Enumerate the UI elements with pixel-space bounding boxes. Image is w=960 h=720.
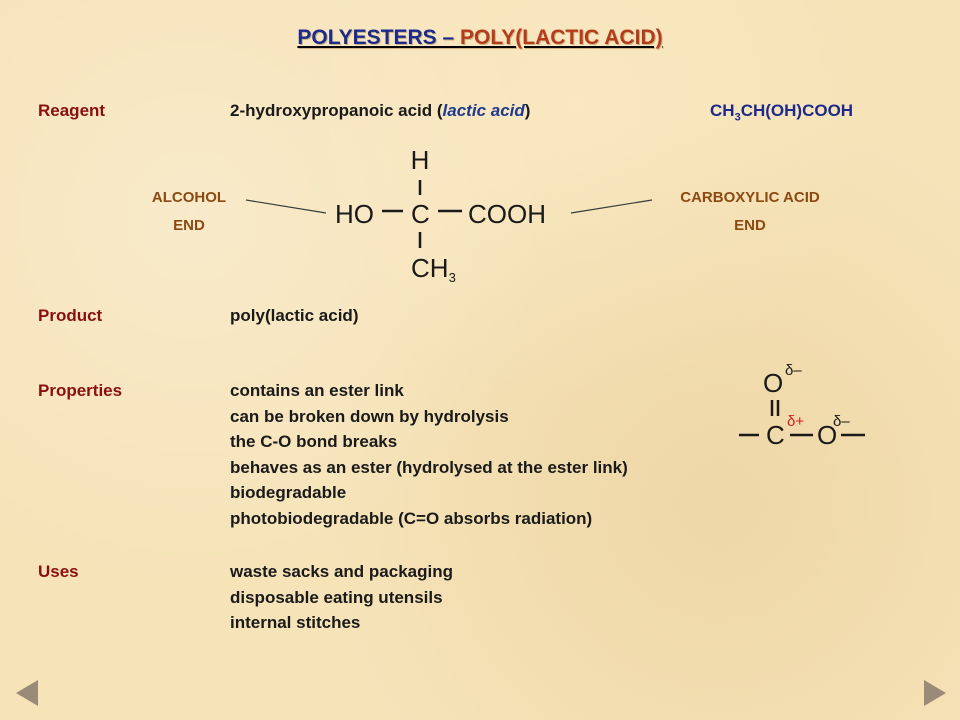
acid-end-line1: CARBOXYLIC ACID: [680, 189, 820, 206]
triangle-right-icon[interactable]: [924, 680, 946, 706]
formula-subscript: 3: [734, 111, 741, 124]
pointer-acid: [570, 199, 653, 214]
formula-part-b: CH(OH)COOH: [740, 101, 854, 120]
ester-delta-minus-top: δ–: [785, 362, 802, 379]
property-item: behaves as an ester (hydrolysed at the e…: [230, 457, 628, 477]
ester-carbon: C: [766, 420, 785, 450]
alcohol-end-line1: ALCOHOL: [151, 189, 227, 206]
triangle-left-icon[interactable]: [16, 680, 38, 706]
title-part-1: POLYESTERS –: [297, 26, 460, 49]
structure-cooh: COOH: [468, 199, 546, 229]
structure-ch: CH: [411, 253, 449, 283]
acid-end-label: CARBOXYLIC ACID END: [650, 184, 850, 240]
property-item: biodegradable: [230, 483, 347, 502]
product-label: Product: [38, 306, 103, 325]
reagent-name: 2-hydroxypropanoic acid (lactic acid): [230, 101, 530, 121]
acid-end-line2: END: [734, 217, 766, 234]
uses-list: waste sacks and packaging disposable eat…: [230, 562, 453, 639]
ester-carbonyl-o: O: [763, 368, 783, 398]
properties-label: Properties: [38, 381, 123, 400]
ester-delta-minus-right: δ–: [833, 413, 850, 430]
reagent-name-suffix: ): [524, 101, 531, 120]
title-part-2: POLY(LACTIC ACID): [460, 26, 663, 49]
property-item: photobiodegradable (C=O absorbs radiatio…: [230, 508, 593, 528]
structure-ch3-subscript: 3: [449, 270, 456, 285]
ester-link-diagram: O δ– C δ+ O δ–: [739, 362, 865, 450]
alcohol-end-line2: END: [173, 217, 205, 234]
properties-list: contains an ester link can be broken dow…: [230, 381, 628, 534]
structure-ch3: CH3: [411, 253, 456, 285]
ester-delta-plus: δ+: [787, 413, 804, 430]
reagent-name-prefix: 2-hydroxypropanoic acid (: [230, 101, 443, 120]
use-item: waste sacks and packaging: [230, 562, 453, 581]
structure-center-c: C: [411, 199, 430, 229]
formula-part-a: CH: [710, 101, 735, 120]
lactic-acid-structure: H HO C COOH CH3: [245, 145, 653, 285]
structure-ho: HO: [335, 199, 374, 229]
reagent-formula: CH3CH(OH)COOH: [710, 101, 853, 123]
page-title: POLYESTERS – POLY(LACTIC ACID): [0, 26, 960, 50]
property-item: the C-O bond breaks: [230, 432, 398, 451]
pointer-alcohol: [245, 199, 327, 214]
property-item: can be broken down by hydrolysis: [230, 406, 509, 426]
uses-label: Uses: [38, 562, 79, 581]
property-item: contains an ester link: [230, 381, 404, 400]
reagent-label: Reagent: [38, 101, 106, 120]
reagent-common-name: lactic acid: [442, 101, 525, 120]
use-item: internal stitches: [230, 613, 361, 632]
use-item: disposable eating utensils: [230, 587, 443, 607]
alcohol-end-label: ALCOHOL END: [126, 184, 252, 240]
product-text: poly(lactic acid): [230, 306, 359, 325]
structure-top-h: H: [411, 145, 430, 175]
ester-single-o: O: [817, 420, 837, 450]
